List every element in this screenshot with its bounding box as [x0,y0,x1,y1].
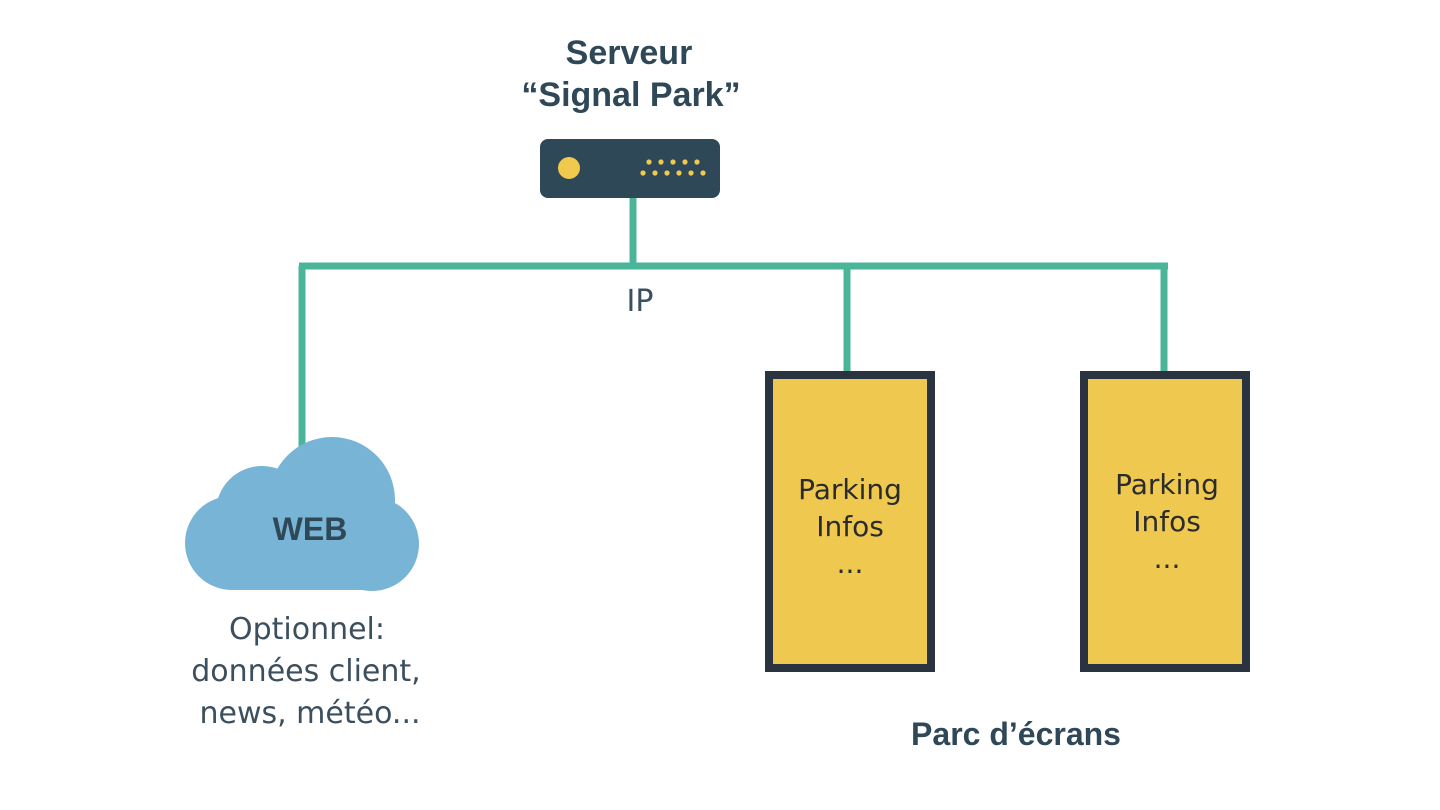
cloud-caption-line2: données client, [191,654,420,689]
server-status-dots [640,159,706,176]
server-icon [540,139,720,198]
screen-1-line3: ... [837,547,864,580]
cloud-caption-line1: Optionnel: [229,612,385,647]
screen-2-line1: Parking [1115,468,1219,501]
screen-2-panel [1080,371,1250,672]
cloud-icon [185,437,419,591]
server-body [540,139,720,198]
server-power-light [558,157,580,179]
screen-1-line1: Parking [798,473,902,506]
screens-caption: Parc d’écrans [911,716,1121,752]
server-title-line1: Serveur [566,34,693,72]
server-title-line2: “Signal Park” [521,76,740,114]
cloud-caption-line3: news, météo... [199,696,420,731]
screen-1-panel [765,371,935,672]
screen-2-line2: Infos [1133,505,1201,538]
ip-label: IP [627,284,654,319]
connectors [298,196,1168,452]
screen-1-line2: Infos [816,510,884,543]
screen-2: Parking Infos ... [1080,371,1250,672]
screen-1: Parking Infos ... [765,371,935,672]
screen-2-line3: ... [1154,542,1181,575]
cloud-label: WEB [273,511,348,547]
